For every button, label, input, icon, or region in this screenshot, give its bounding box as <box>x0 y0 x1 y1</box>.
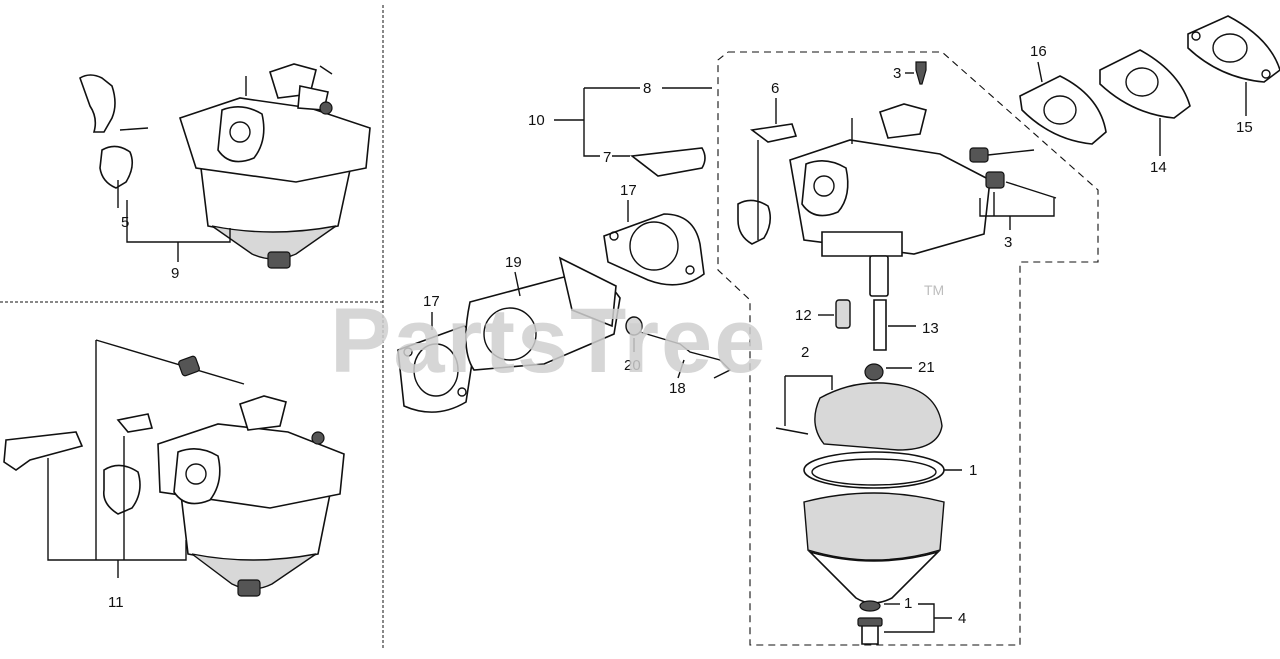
callout-14: 14 <box>1150 159 1167 176</box>
callout-20: 20 <box>624 357 641 374</box>
callout-15: 15 <box>1236 119 1253 136</box>
main-carburetor-body <box>789 103 991 297</box>
assembly-boundary <box>717 51 1099 646</box>
callout-16: 16 <box>1030 43 1047 60</box>
callout-21: 21 <box>918 359 935 376</box>
gasket-17-right <box>603 213 705 286</box>
callout-group-11 <box>47 340 187 578</box>
callout-6: 6 <box>771 80 779 97</box>
float-bowl <box>803 492 945 604</box>
callout-11: 11 <box>108 594 124 611</box>
callout-5: 5 <box>121 214 129 231</box>
callout-9: 9 <box>171 265 179 282</box>
gasket-16 <box>1019 75 1107 145</box>
callout-7: 7 <box>603 149 611 166</box>
adjust-screws-3 <box>969 147 1057 199</box>
carburetor-assembly-bottom-left <box>3 339 345 597</box>
callout-3-right: 3 <box>1004 234 1012 251</box>
callout-13: 13 <box>922 320 939 337</box>
callout-2: 2 <box>801 344 809 361</box>
lever-7 <box>629 147 706 177</box>
gasket-14 <box>1099 49 1191 119</box>
callout-12: 12 <box>795 307 812 324</box>
spring-rod-18 <box>639 331 732 379</box>
callout-1-upper: 1 <box>969 462 977 479</box>
callout-group-3 <box>979 192 1055 230</box>
callout-19: 19 <box>505 254 522 271</box>
needle-valve-12 <box>835 299 851 329</box>
nozzle-21 <box>864 363 884 381</box>
callout-18: 18 <box>669 380 686 397</box>
gasket-15 <box>1187 15 1280 83</box>
drain-bolt-4 <box>857 617 883 645</box>
callout-group-9 <box>126 200 231 262</box>
screw-3-top <box>915 61 927 85</box>
callout-10: 10 <box>528 112 545 129</box>
bracket-19 <box>465 256 621 371</box>
panel-dividers <box>0 5 384 650</box>
callout-17-right: 17 <box>620 182 637 199</box>
main-jet-13 <box>873 299 887 351</box>
collar-20 <box>625 316 643 336</box>
float-2 <box>775 382 943 451</box>
watermark: PartsTree <box>330 290 767 392</box>
watermark-trademark: TM <box>924 282 944 298</box>
callout-1-lower: 1 <box>904 595 912 612</box>
carburetor-assembly-top-left <box>79 63 371 269</box>
callout-17-left: 17 <box>423 293 440 310</box>
washer-1 <box>859 600 881 612</box>
choke-lever-6 <box>737 123 798 245</box>
callout-group-10 <box>554 87 712 157</box>
callout-group-4 <box>884 603 952 633</box>
callout-8: 8 <box>643 80 651 97</box>
callout-3-top: 3 <box>893 65 901 82</box>
float-bowl-gasket-1 <box>803 451 945 489</box>
callout-4: 4 <box>958 610 966 627</box>
